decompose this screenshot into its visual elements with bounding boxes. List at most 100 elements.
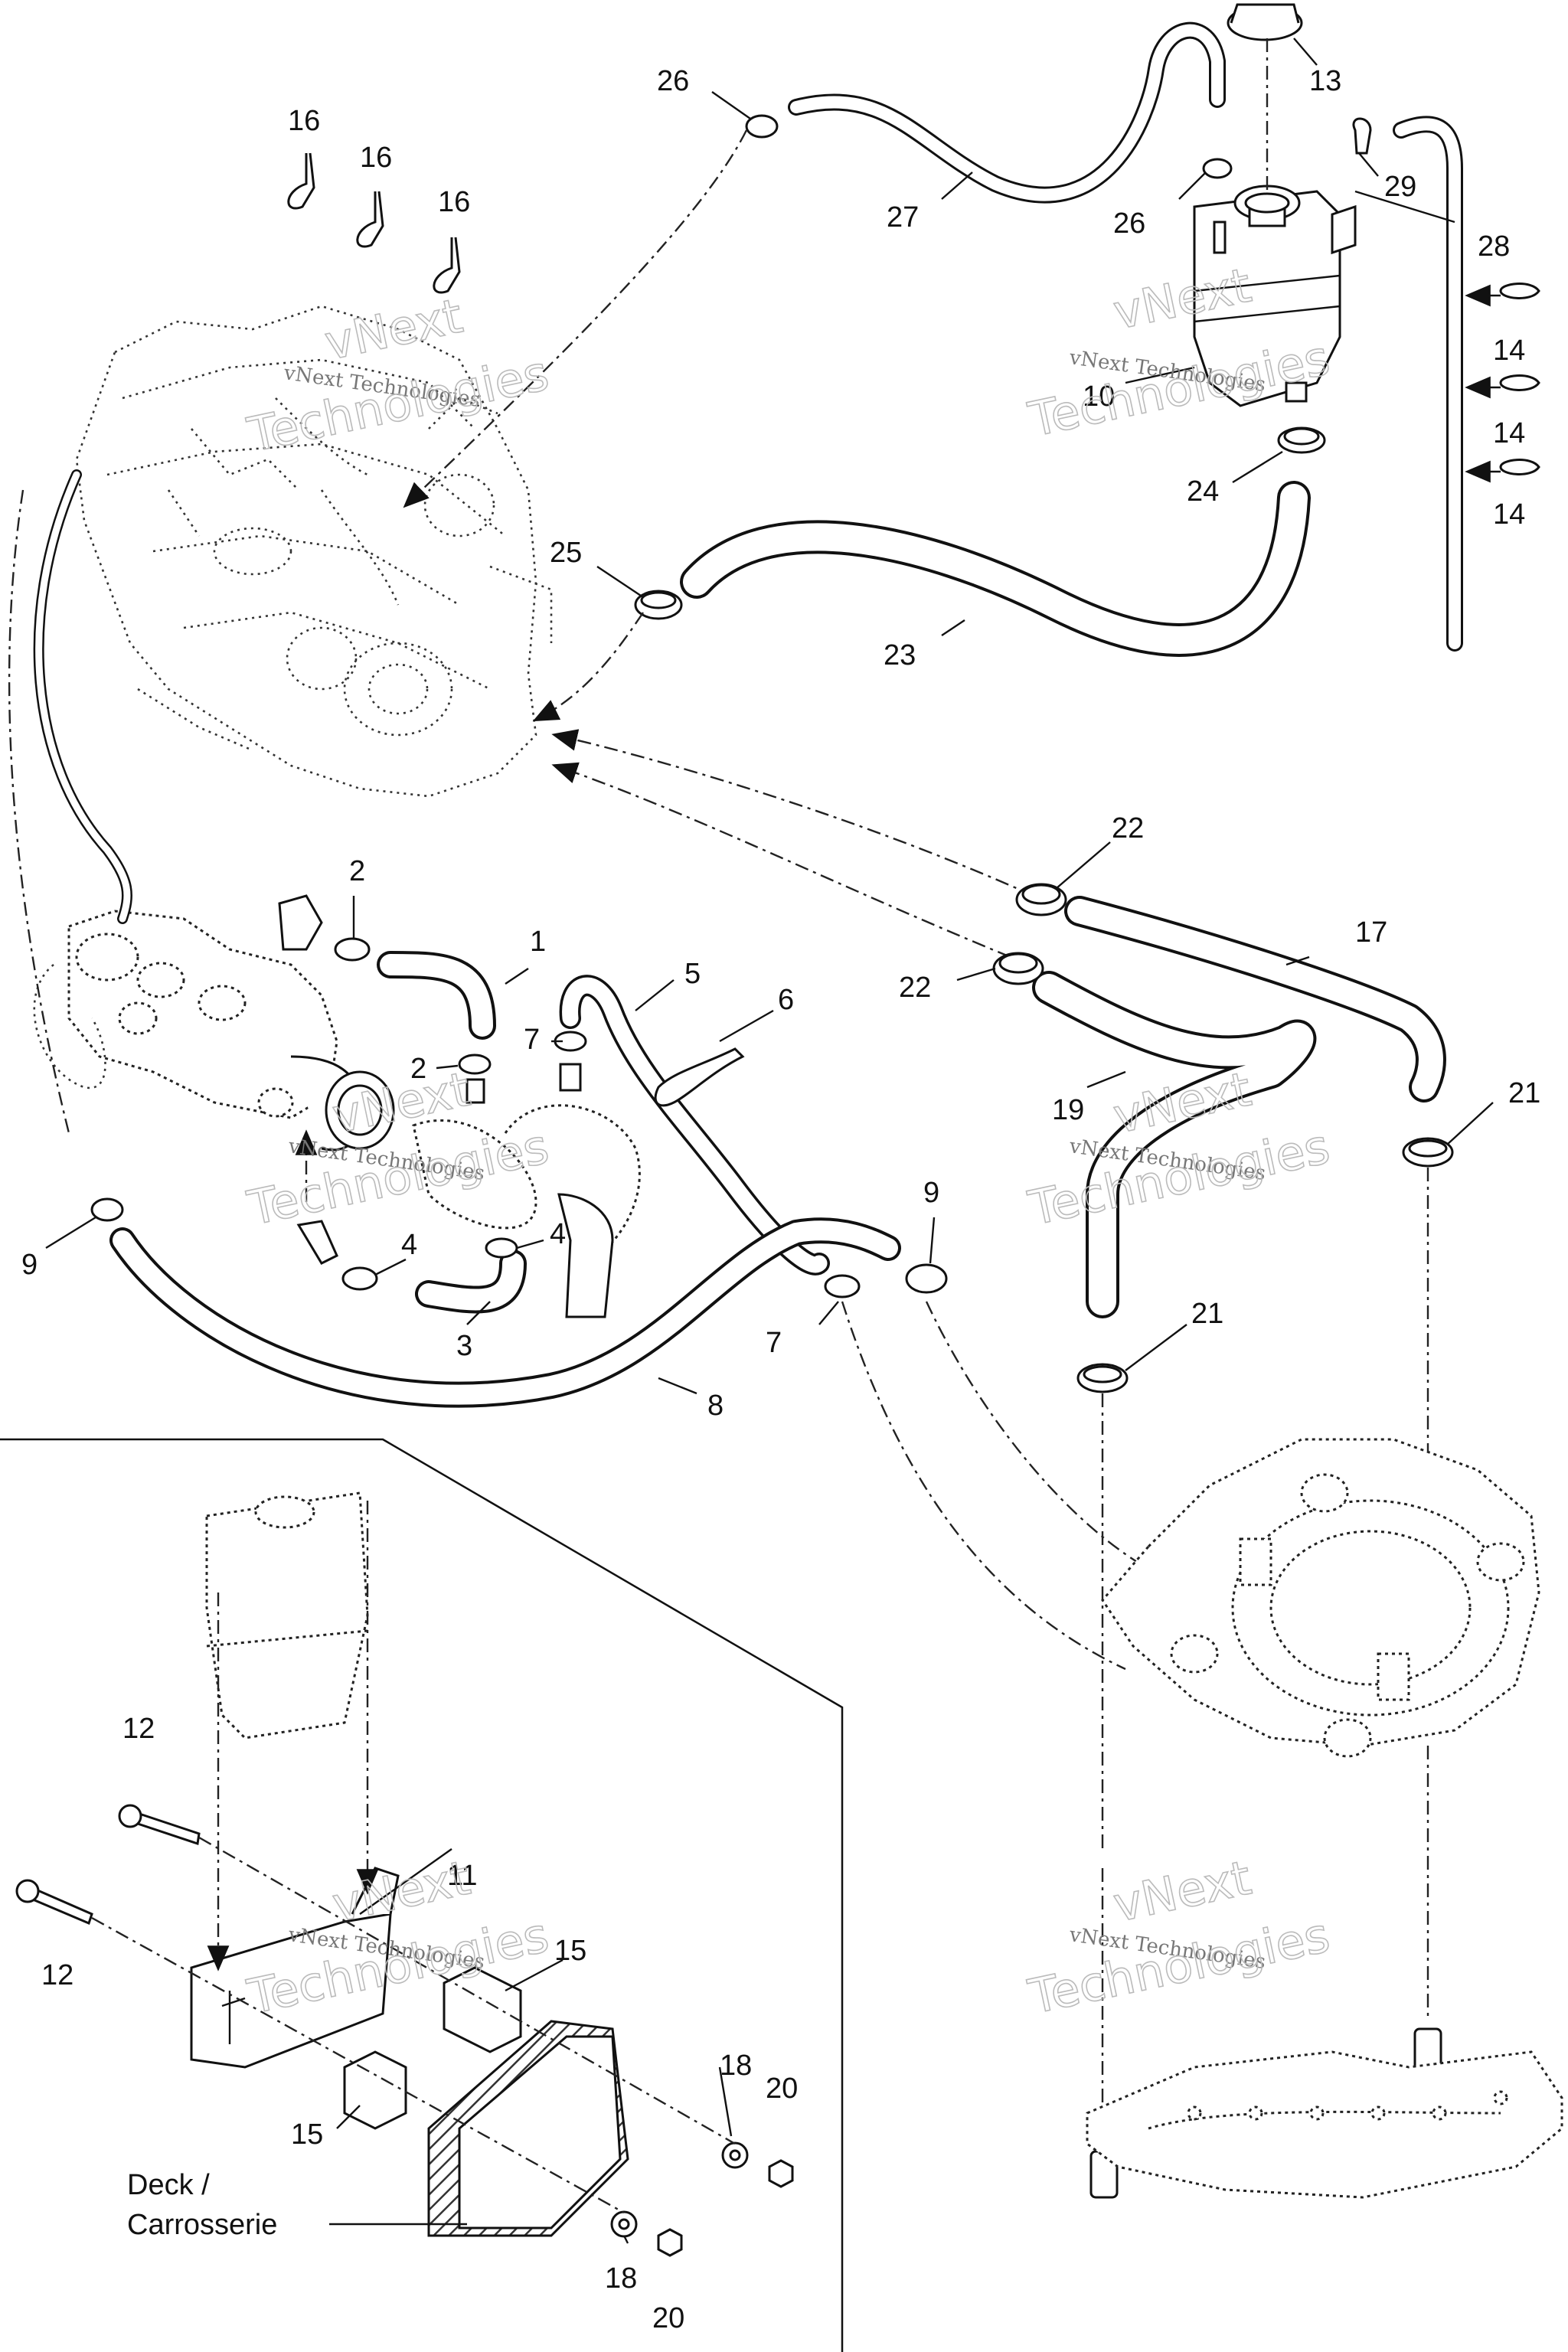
callout-10: 10: [1083, 381, 1115, 413]
callout-16: 16: [438, 186, 470, 218]
nut-20a: [768, 2159, 794, 2188]
callout-12: 12: [122, 1713, 155, 1745]
callout-16: 16: [360, 142, 392, 174]
callout-1: 1: [530, 926, 546, 958]
clamp-21a: [1402, 1137, 1454, 1168]
clamp-24: [1277, 426, 1326, 454]
callout-2: 2: [349, 855, 365, 887]
clamp-25: [634, 590, 683, 620]
callout-12: 12: [41, 1959, 74, 1991]
clip-16b: [356, 191, 384, 248]
callout-29: 29: [1384, 171, 1416, 203]
deck-label-2: Carrosserie: [127, 2209, 277, 2241]
callout-14: 14: [1493, 335, 1525, 367]
fitting-7: [559, 1063, 582, 1092]
callout-25: 25: [550, 537, 582, 569]
callout-14: 14: [1493, 498, 1525, 531]
callout-23: 23: [884, 639, 916, 671]
watermark-text: vNext: [320, 288, 467, 371]
clamp-22b: [992, 952, 1044, 985]
clamp-26a: [745, 114, 779, 139]
callout-15: 15: [554, 1935, 586, 1967]
clamp-4b: [485, 1237, 518, 1259]
nut-20b: [657, 2228, 683, 2257]
callout-9: 9: [923, 1177, 939, 1209]
exhaust-manifold: [33, 910, 395, 1152]
ride-plate: [1086, 2050, 1563, 2199]
watermark-text: Technologies: [1024, 1906, 1334, 2024]
callout-8: 8: [707, 1390, 724, 1422]
watermark-text: Technologies: [1024, 1118, 1334, 1236]
water-box: [557, 1193, 614, 1318]
hose-bypass: [8, 469, 132, 1134]
watermark-text: vNext: [1109, 1061, 1256, 1145]
inset-tank: [205, 1491, 369, 1740]
callout-13: 13: [1309, 65, 1341, 97]
callout-16: 16: [288, 105, 320, 137]
callout-26: 26: [657, 65, 689, 97]
callout-24: 24: [1187, 475, 1219, 508]
tank-cap: [1227, 3, 1303, 41]
callout-22: 22: [899, 972, 931, 1004]
callout-26: 26: [1113, 207, 1145, 240]
clip-16a: [287, 152, 315, 210]
deck-panel: [427, 2020, 629, 2237]
callout-11: 11: [447, 1860, 477, 1892]
leader-lines: [45, 38, 1494, 2244]
callout-19: 19: [1052, 1094, 1084, 1126]
pump-housing: [1101, 1438, 1540, 1758]
callout-6: 6: [778, 984, 794, 1016]
callout-20: 20: [766, 2073, 798, 2105]
callout-21: 21: [1191, 1298, 1223, 1330]
clip-14a: [1499, 283, 1540, 299]
clamp-21b: [1076, 1363, 1129, 1393]
callout-5: 5: [684, 958, 701, 990]
callout-27: 27: [887, 201, 919, 234]
watermark-text: vNext: [328, 1850, 475, 1933]
deck-label: Deck /: [127, 2169, 210, 2201]
callout-15: 15: [291, 2118, 323, 2151]
clamp-9a: [90, 1197, 124, 1222]
clamp-26b: [1202, 158, 1233, 179]
coolant-tank: [1193, 185, 1357, 407]
callout-7: 7: [766, 1327, 782, 1359]
hose-23: [680, 481, 1311, 657]
washer-18a: [721, 2141, 749, 2169]
spacer-15b: [343, 2050, 407, 2130]
clip-14b: [1499, 374, 1540, 391]
elbow-fitting-upper: [278, 894, 323, 951]
bolt-12b: [15, 1879, 93, 1926]
clamp-7b: [824, 1274, 861, 1298]
callout-20: 20: [652, 2302, 684, 2334]
callout-4: 4: [401, 1229, 417, 1261]
clip-14c: [1499, 459, 1540, 475]
engine-block: [75, 305, 553, 798]
callout-22: 22: [1112, 812, 1144, 844]
hose-17: [1064, 896, 1446, 1102]
hose-27: [788, 21, 1226, 204]
callout-7: 7: [524, 1024, 540, 1056]
hose-1: [377, 951, 496, 1040]
clamp-2a: [334, 937, 371, 962]
clip-29: [1352, 117, 1372, 155]
clamp-9b: [905, 1263, 948, 1294]
clamp-4a: [341, 1266, 378, 1291]
hose-28: [1393, 116, 1463, 652]
watermark-text: vNext: [1109, 1850, 1256, 1933]
callout-18: 18: [720, 2050, 752, 2082]
bolt-12a: [118, 1804, 201, 1845]
callout-18: 18: [605, 2262, 637, 2295]
callout-21: 21: [1508, 1077, 1540, 1109]
callout-4: 4: [550, 1218, 566, 1250]
callout-2: 2: [410, 1053, 426, 1085]
clip-6: [654, 1047, 745, 1107]
clamp-2b: [458, 1054, 492, 1075]
hose-3: [415, 1250, 527, 1314]
callout-17: 17: [1355, 916, 1387, 949]
callout-3: 3: [456, 1330, 472, 1362]
hose-19: [1032, 971, 1317, 1318]
callout-9: 9: [21, 1249, 38, 1281]
callout-14: 14: [1493, 417, 1525, 449]
callout-labels: 1 2 2 3 4 4 5 6 7 7 8 9 9 10 11 12 12 13…: [21, 65, 1540, 2334]
